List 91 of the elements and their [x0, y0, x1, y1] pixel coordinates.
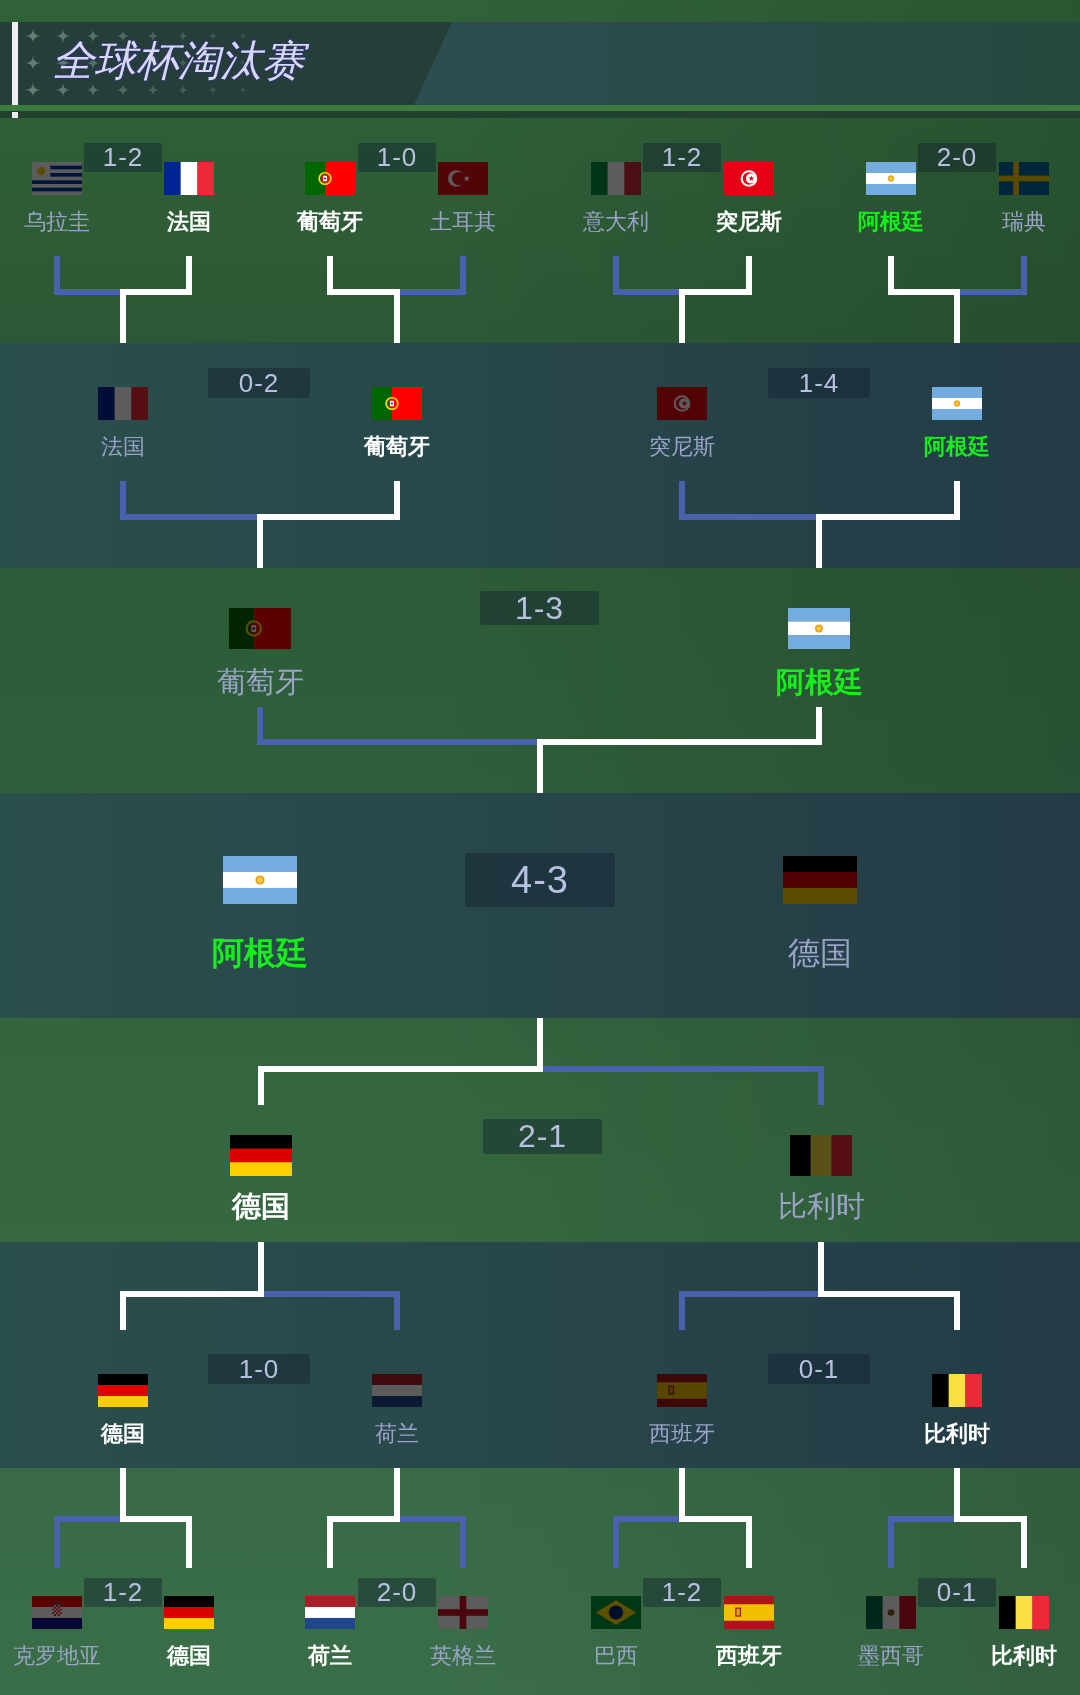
bracket-line [960, 256, 1027, 295]
bracket-line [543, 707, 822, 745]
team-name: 西班牙 [649, 1420, 715, 1448]
bracket-line [816, 514, 822, 568]
team-name: 巴西 [594, 1642, 638, 1670]
bracket-line [822, 481, 960, 520]
bracket-line [258, 1242, 264, 1297]
score-box: 0-1 [918, 1578, 996, 1607]
bracket-line [537, 1018, 543, 1072]
score-box: 2-1 [483, 1119, 602, 1154]
score-box: 1-2 [84, 1578, 162, 1607]
score-box: 1-4 [768, 368, 870, 398]
row-band [0, 793, 1080, 1018]
team-name: 德国 [101, 1420, 145, 1448]
bracket-line [257, 707, 537, 745]
bracket-line [685, 256, 752, 295]
team-name: 阿根廷 [212, 933, 308, 973]
bracket-line [954, 289, 960, 343]
team-name: 突尼斯 [649, 433, 715, 461]
team-name: 比利时 [777, 1188, 865, 1224]
bracket-line [888, 1516, 954, 1568]
score-box: 1-0 [358, 143, 436, 172]
team-name: 法国 [101, 433, 145, 461]
team-name: 荷兰 [375, 1420, 419, 1448]
row-band [0, 343, 1080, 568]
team-name: 德国 [167, 1642, 211, 1670]
team-name: 荷兰 [308, 1642, 352, 1670]
bracket-line [400, 1516, 466, 1568]
team-name: 阿根廷 [858, 208, 924, 236]
score-box: 1-3 [480, 591, 599, 625]
team-name: 葡萄牙 [364, 433, 430, 461]
bracket-line [258, 1066, 537, 1105]
score-box: 1-2 [84, 143, 162, 172]
score-box: 2-0 [358, 1578, 436, 1607]
team-name: 墨西哥 [858, 1642, 924, 1670]
bracket-line [954, 1468, 960, 1522]
bracket-line [394, 1468, 400, 1522]
bracket-line [264, 1291, 400, 1330]
team-name: 突尼斯 [716, 208, 782, 236]
team-name: 土耳其 [430, 208, 496, 236]
bracket-line [537, 739, 543, 793]
bracket-line [960, 1516, 1027, 1568]
score-box: 1-2 [643, 1578, 721, 1607]
team-name: 法国 [167, 208, 211, 236]
bracket-line [126, 256, 192, 295]
team-name: 比利时 [991, 1642, 1057, 1670]
bracket-line [679, 1468, 685, 1522]
score-box: 1-0 [208, 1354, 310, 1384]
score-box: 2-0 [918, 143, 996, 172]
bracket-line [263, 481, 400, 520]
bracket-line [613, 1516, 679, 1568]
team-name: 阿根廷 [775, 664, 863, 700]
bracket-line [257, 514, 263, 568]
bracket-line [679, 1291, 818, 1330]
team-name: 比利时 [924, 1420, 990, 1448]
team-name: 德国 [788, 933, 852, 973]
bracket-line [613, 256, 679, 295]
score-box: 0-2 [208, 368, 310, 398]
team-name: 意大利 [583, 208, 649, 236]
bracket-line [120, 289, 126, 343]
bracket-line [126, 1516, 192, 1568]
team-name: 西班牙 [716, 1642, 782, 1670]
team-name: 克罗地亚 [13, 1642, 101, 1670]
bracket-line [120, 481, 257, 520]
bracket-line [888, 256, 954, 295]
bracket-line [679, 289, 685, 343]
bracket-line [327, 1516, 394, 1568]
team-name: 瑞典 [1002, 208, 1046, 236]
bracket-line [120, 1468, 126, 1522]
team-name: 英格兰 [430, 1642, 496, 1670]
bracket-line [400, 256, 466, 295]
bracket-line [824, 1291, 960, 1330]
bracket-line [327, 256, 394, 295]
bracket-line [679, 481, 816, 520]
bracket-line [120, 1291, 258, 1330]
team-name: 葡萄牙 [216, 664, 304, 700]
bracket-line [394, 289, 400, 343]
team-name: 乌拉圭 [24, 208, 90, 236]
bracket-line [54, 1516, 120, 1568]
bracket-line [685, 1516, 752, 1568]
score-box: 0-1 [768, 1354, 870, 1384]
team-name: 阿根廷 [924, 433, 990, 461]
bracket-line [818, 1242, 824, 1297]
row-band [0, 1242, 1080, 1468]
score-box: 4-3 [465, 853, 615, 907]
bracket-line [543, 1066, 824, 1105]
score-box: 1-2 [643, 143, 721, 172]
title: 全球杯淘汰赛 [48, 34, 316, 89]
bracket-line [54, 256, 120, 295]
team-name: 葡萄牙 [297, 208, 363, 236]
team-name: 德国 [232, 1188, 290, 1224]
